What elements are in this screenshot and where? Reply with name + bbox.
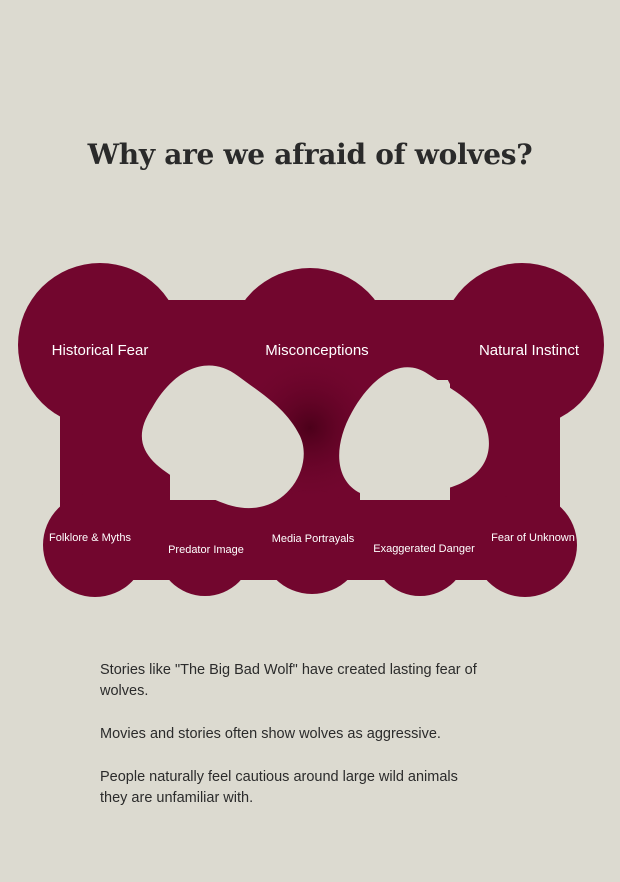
note-natural-instinct: People naturally feel cautious around la… (100, 769, 458, 806)
explanation-notes: Stories like "The Big Bad Wolf" have cre… (100, 660, 480, 831)
factor-label-folklore-myths: Folklore & Myths (49, 532, 131, 544)
trefoil-shape (18, 263, 604, 597)
category-label-misconceptions: Misconceptions (265, 342, 368, 359)
factor-label-fear-of-unknown: Fear of Unknown (491, 532, 575, 544)
factor-label-predator-image: Predator Image (168, 544, 244, 556)
category-label-natural-instinct: Natural Instinct (479, 342, 580, 359)
factor-label-media-portrayals: Media Portrayals (272, 533, 355, 545)
category-label-historical-fear: Historical Fear (52, 342, 149, 359)
note-misconceptions: Movies and stories often show wolves as … (100, 726, 441, 742)
page-title: Why are we afraid of wolves? (87, 138, 533, 171)
note-historical-fear: Stories like "The Big Bad Wolf" have cre… (100, 662, 477, 699)
factor-label-exaggerated-danger: Exaggerated Danger (373, 543, 475, 555)
